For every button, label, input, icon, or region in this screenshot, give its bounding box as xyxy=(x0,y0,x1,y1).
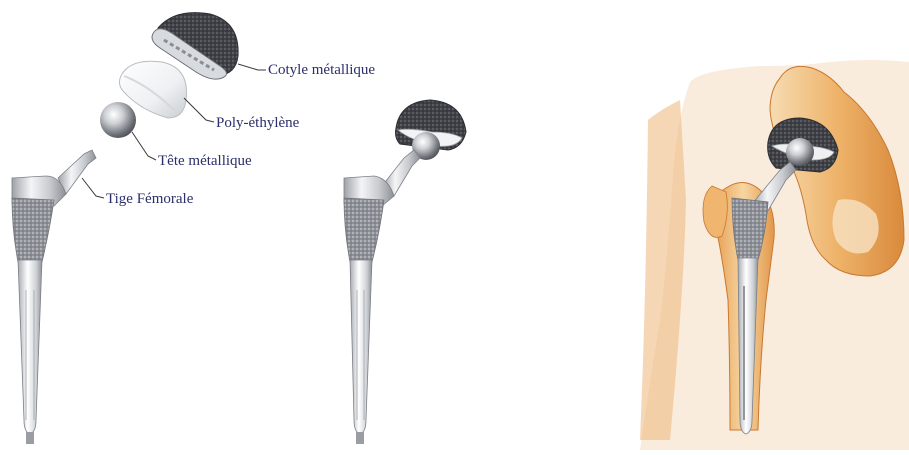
femoral-stem-exploded xyxy=(12,150,96,444)
metal-head xyxy=(100,102,136,138)
label-tige: Tige Fémorale xyxy=(106,192,193,207)
leader-tete xyxy=(132,132,156,160)
anatomical-hip-illustration xyxy=(640,60,909,450)
exploded-prosthesis xyxy=(12,13,238,444)
assembled-prosthesis xyxy=(344,100,466,444)
label-cotyle: Cotyle métallique xyxy=(268,63,375,78)
leader-cotyle xyxy=(238,64,266,70)
leader-tige xyxy=(82,178,104,198)
leader-polyethylene xyxy=(184,98,214,122)
label-polyethylene: Poly-éthylène xyxy=(216,116,299,131)
label-tete: Tête métallique xyxy=(158,154,252,169)
